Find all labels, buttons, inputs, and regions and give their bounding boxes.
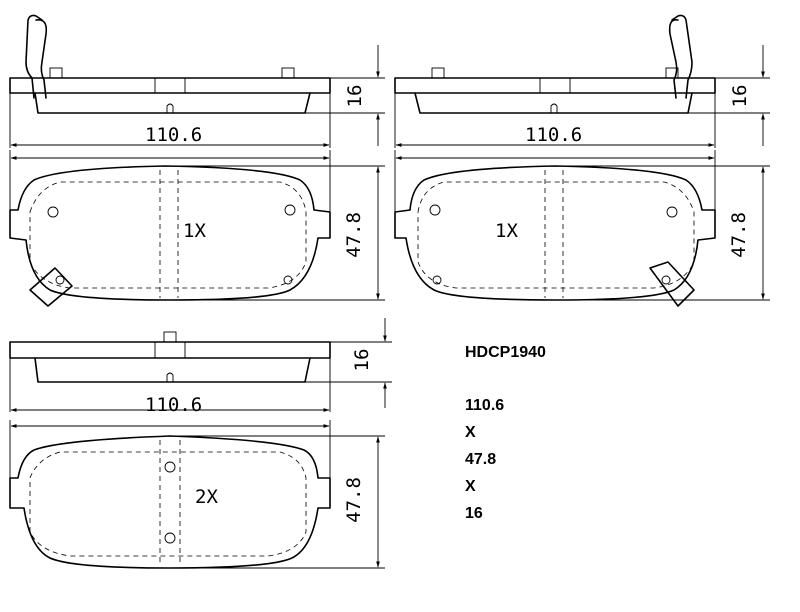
- height-label-top-left: 47.8: [343, 212, 365, 258]
- spec-separator-1: X: [465, 424, 476, 441]
- front-view-bottom: 47.8 2X: [9, 420, 385, 569]
- thickness-label-top-right: 16: [729, 85, 751, 108]
- front-view-top-left: 47.8 1X: [9, 150, 385, 307]
- spec-separator-2: X: [465, 478, 476, 495]
- spec-height: 47.8: [465, 451, 497, 468]
- width-label-top-left: 110.6: [145, 124, 202, 146]
- spec-width: 110.6: [465, 397, 505, 414]
- side-view-top-right: 110.6 16: [394, 14, 770, 148]
- quantity-label-top-right: 1X: [495, 220, 518, 242]
- height-label-bottom: 47.8: [343, 477, 365, 523]
- height-label-top-right: 47.8: [728, 212, 750, 258]
- side-view-bottom: 110.6 16: [9, 318, 392, 416]
- spec-thickness: 16: [465, 505, 483, 522]
- thickness-label-bottom: 16: [351, 349, 373, 372]
- sensor-tab-right: [649, 261, 695, 307]
- side-view-top-left: 110.6 16: [9, 14, 385, 148]
- wear-clip-right: [668, 14, 693, 99]
- front-view-top-right: 47.8 1X: [394, 150, 770, 307]
- sensor-tab-left: [29, 267, 73, 307]
- quantity-label-bottom: 2X: [195, 486, 218, 508]
- wear-clip-left: [25, 14, 48, 99]
- quantity-label-top-left: 1X: [183, 220, 206, 242]
- thickness-label-top-left: 16: [344, 85, 366, 108]
- width-label-top-right: 110.6: [525, 124, 582, 146]
- width-label-bottom: 110.6: [145, 394, 202, 416]
- part-number: HDCP1940: [465, 344, 546, 361]
